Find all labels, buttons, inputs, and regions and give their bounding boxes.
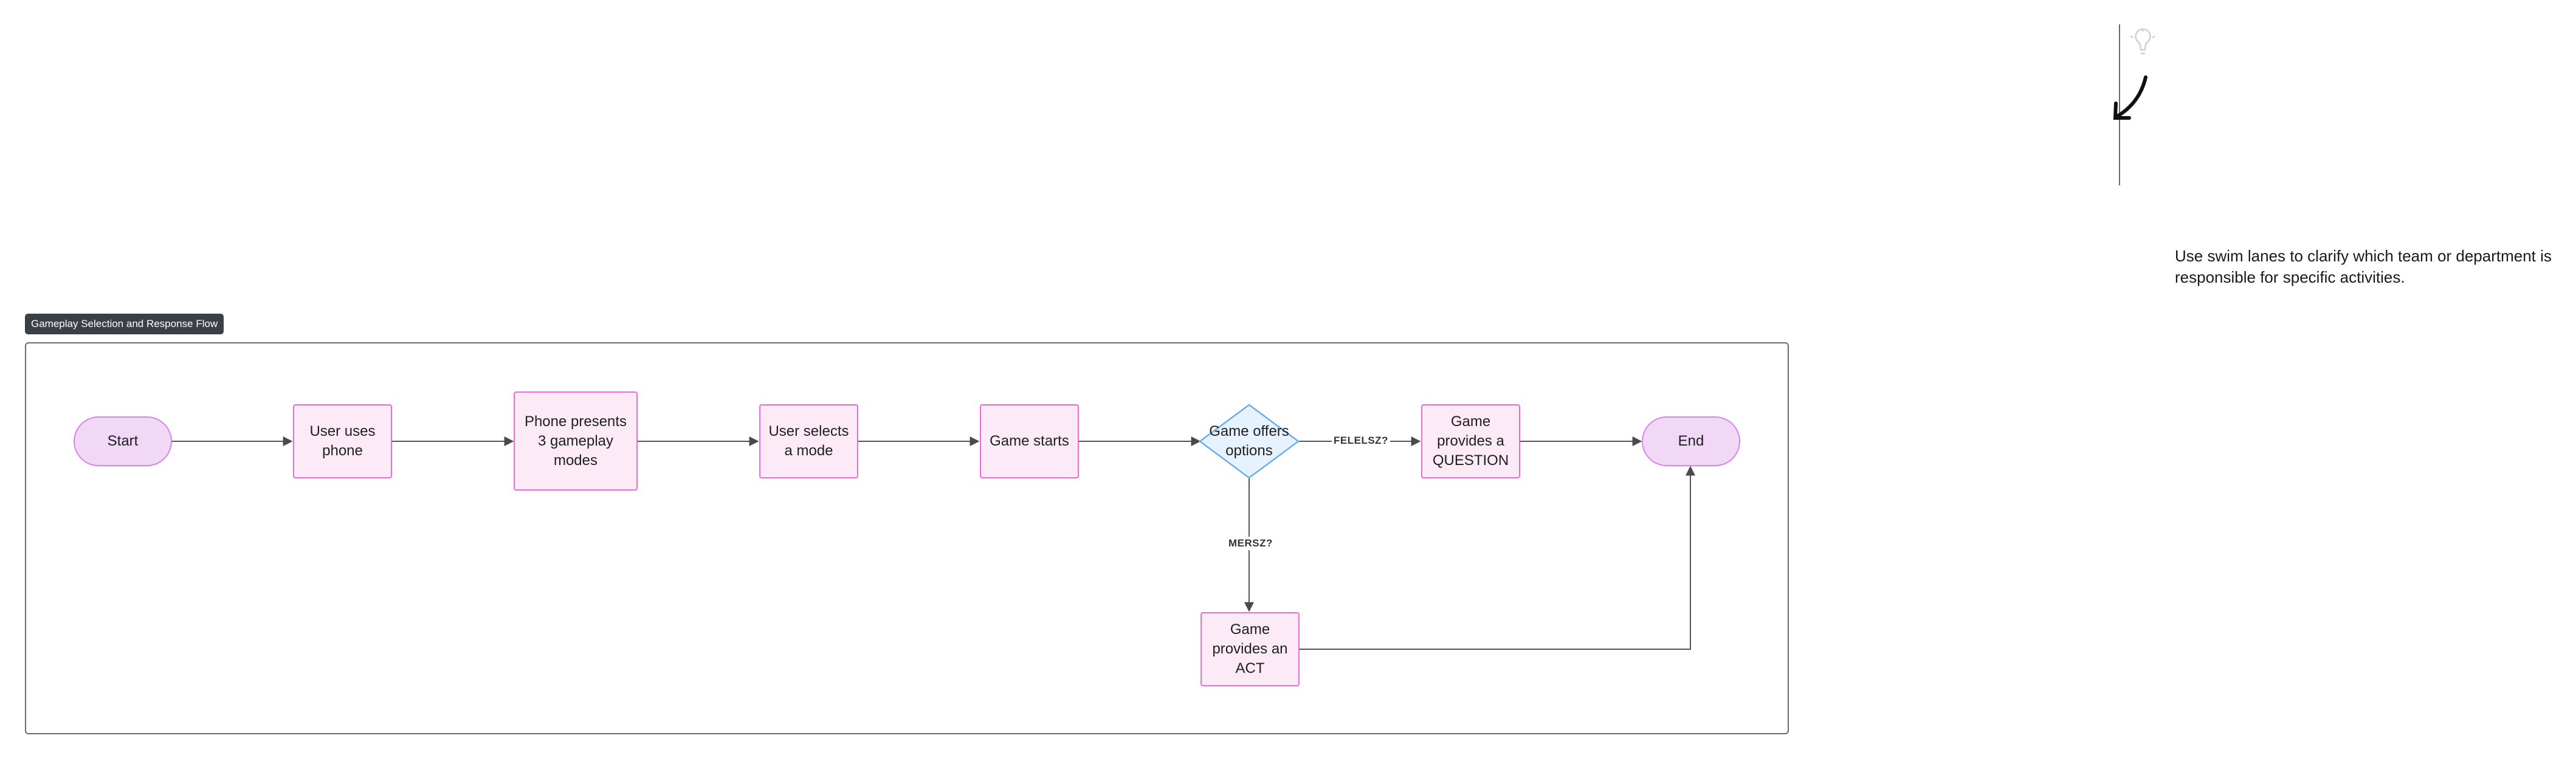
game-starts-node[interactable]: Game starts <box>980 404 1079 478</box>
user-uses-phone-node[interactable]: User uses phone <box>293 404 392 478</box>
lightbulb-icon <box>2130 28 2155 55</box>
game-question-node[interactable]: Game provides a QUESTION <box>1421 404 1520 478</box>
game-starts-label: Game starts <box>990 433 1069 449</box>
frame-title: Gameplay Selection and Response Flow <box>25 314 224 334</box>
game-act-node[interactable]: Game provides an ACT <box>1200 612 1300 686</box>
start-label: Start <box>107 433 139 449</box>
decision-diamond-shape <box>1198 404 1300 479</box>
felelsz-edge-label: FELELSZ? <box>1332 434 1390 447</box>
edge-act-to-end <box>1298 466 1695 650</box>
flowchart-frame <box>25 342 1789 734</box>
user-uses-phone-label: User uses phone <box>309 423 376 459</box>
end-node[interactable]: End <box>1642 416 1740 466</box>
phone-presents-node[interactable]: Phone presents 3 gameplay modes <box>514 391 638 491</box>
start-node[interactable]: Start <box>74 416 172 466</box>
user-selects-label: User selects a mode <box>768 423 849 459</box>
curved-arrow-icon <box>2113 75 2147 120</box>
user-selects-node[interactable]: User selects a mode <box>759 404 858 478</box>
game-question-label: Game provides a QUESTION <box>1432 413 1509 469</box>
swim-lane-tip-text: Use swim lanes to clarify which team or … <box>2175 247 2552 286</box>
end-label: End <box>1678 433 1704 449</box>
game-act-label: Game provides an ACT <box>1212 621 1288 677</box>
game-offers-label[interactable]: Game offers options <box>1209 423 1289 459</box>
phone-presents-label: Phone presents 3 gameplay modes <box>524 413 627 469</box>
mersz-edge-label: MERSZ? <box>1227 537 1275 550</box>
